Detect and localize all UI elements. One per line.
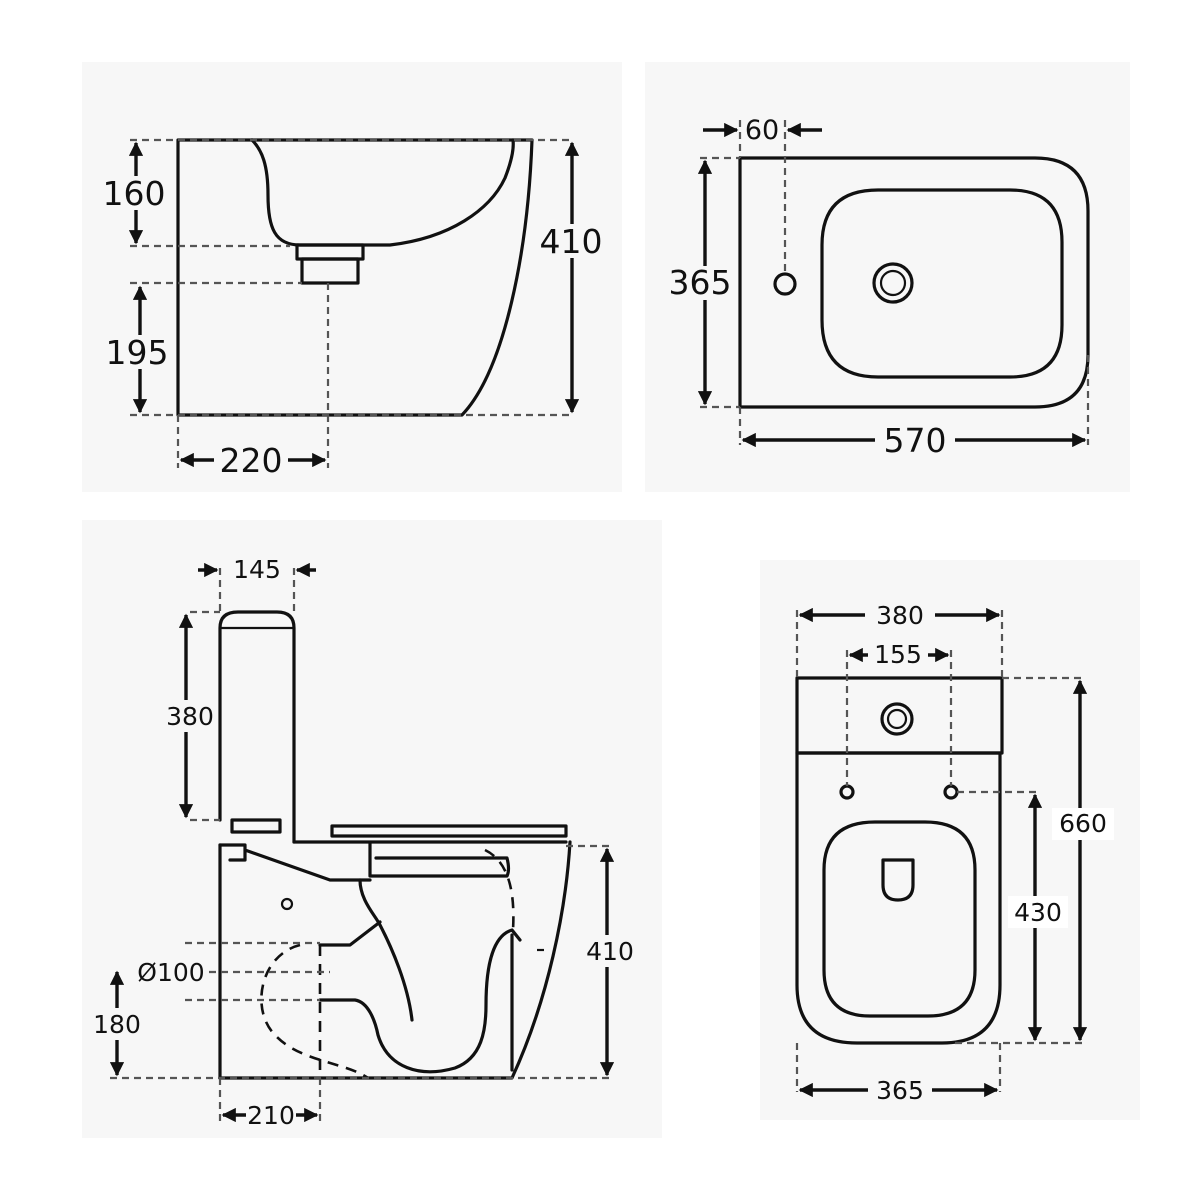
waste-ring-inner bbox=[879, 269, 907, 297]
cistern-outline bbox=[218, 610, 296, 844]
seat-lid bbox=[330, 824, 568, 838]
label-210: 210 bbox=[247, 1101, 295, 1130]
label-430: 430 bbox=[1014, 898, 1062, 927]
side-view-close-coupled: 145 380 410 Ø100 180 210 bbox=[88, 555, 640, 1130]
seat-ring bbox=[292, 840, 568, 878]
label-570: 570 bbox=[884, 421, 947, 460]
tap-hole bbox=[773, 272, 797, 296]
pan-plan-outline bbox=[795, 751, 1002, 1045]
label-220: 220 bbox=[220, 441, 283, 480]
plan-view-wall-hung: 60 365 570 bbox=[668, 115, 1090, 460]
panel-side-view-close-coupled bbox=[82, 520, 662, 1138]
label-660: 660 bbox=[1059, 809, 1107, 838]
label-365-top: 365 bbox=[669, 263, 732, 302]
label-380-plan: 380 bbox=[876, 601, 924, 630]
label-410-top: 410 bbox=[540, 222, 603, 261]
wall-hung-bowl-outline bbox=[250, 138, 515, 247]
waste-ring-outer bbox=[872, 262, 914, 304]
flush-button-outer bbox=[880, 702, 914, 736]
cistern-base-pad bbox=[230, 818, 282, 834]
label-145: 145 bbox=[233, 555, 281, 584]
label-410-pan: 410 bbox=[586, 937, 634, 966]
label-160: 160 bbox=[103, 174, 166, 213]
side-view-wall-hung: 160 195 410 220 bbox=[102, 138, 604, 480]
wall-hung-body-outline bbox=[176, 138, 534, 417]
trapway-inner bbox=[318, 920, 522, 1074]
label-365-plan: 365 bbox=[876, 1076, 924, 1105]
panel-side-view-wall-hung bbox=[82, 62, 622, 492]
label-195: 195 bbox=[106, 333, 169, 372]
waste-outlet bbox=[300, 257, 360, 285]
plan-view-close-coupled: 380 155 660 430 365 bbox=[795, 601, 1114, 1105]
fixing-hole bbox=[280, 897, 294, 911]
trapway-front bbox=[358, 878, 414, 1022]
pan-plan-bowl bbox=[822, 820, 977, 1018]
flush-button-inner bbox=[886, 708, 908, 730]
pan-rear-cistern-join bbox=[218, 843, 372, 882]
label-180: 180 bbox=[93, 1010, 141, 1039]
label-380-cistern: 380 bbox=[166, 702, 214, 731]
label-outlet-diameter: Ø100 bbox=[137, 958, 204, 987]
label-60: 60 bbox=[745, 115, 779, 146]
pan-body-outline bbox=[218, 840, 572, 1080]
plan-bowl-outline bbox=[820, 188, 1064, 379]
pan-plan-outlet bbox=[881, 858, 915, 902]
label-155: 155 bbox=[874, 640, 922, 669]
